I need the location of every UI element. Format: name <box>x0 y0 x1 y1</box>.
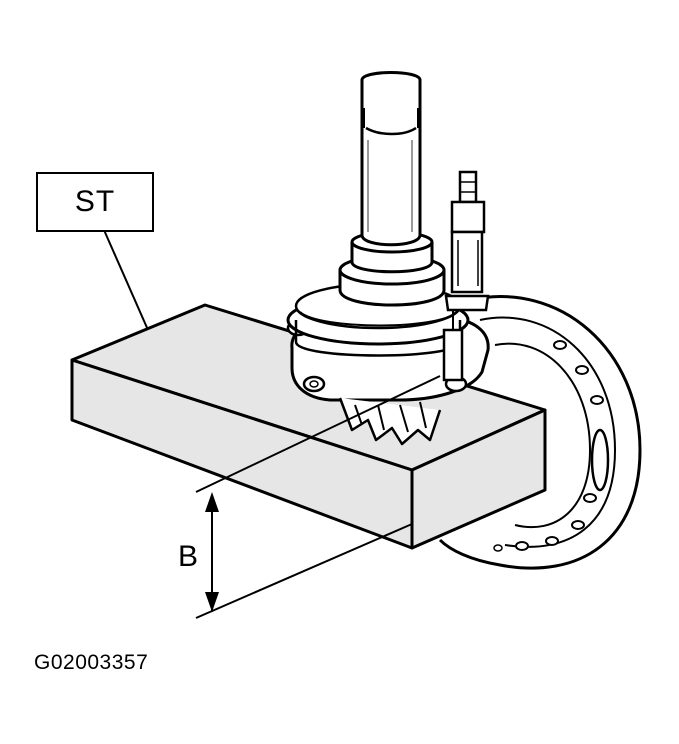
figure-id: G02003357 <box>34 651 149 674</box>
st-leader-line <box>103 229 149 331</box>
dial-gauge <box>442 170 490 382</box>
shaft <box>360 71 422 247</box>
dimension-b-label: B <box>178 540 199 573</box>
dimension-b <box>195 375 441 619</box>
st-callout-box: ST <box>36 172 154 232</box>
bearing-collar <box>286 230 470 357</box>
